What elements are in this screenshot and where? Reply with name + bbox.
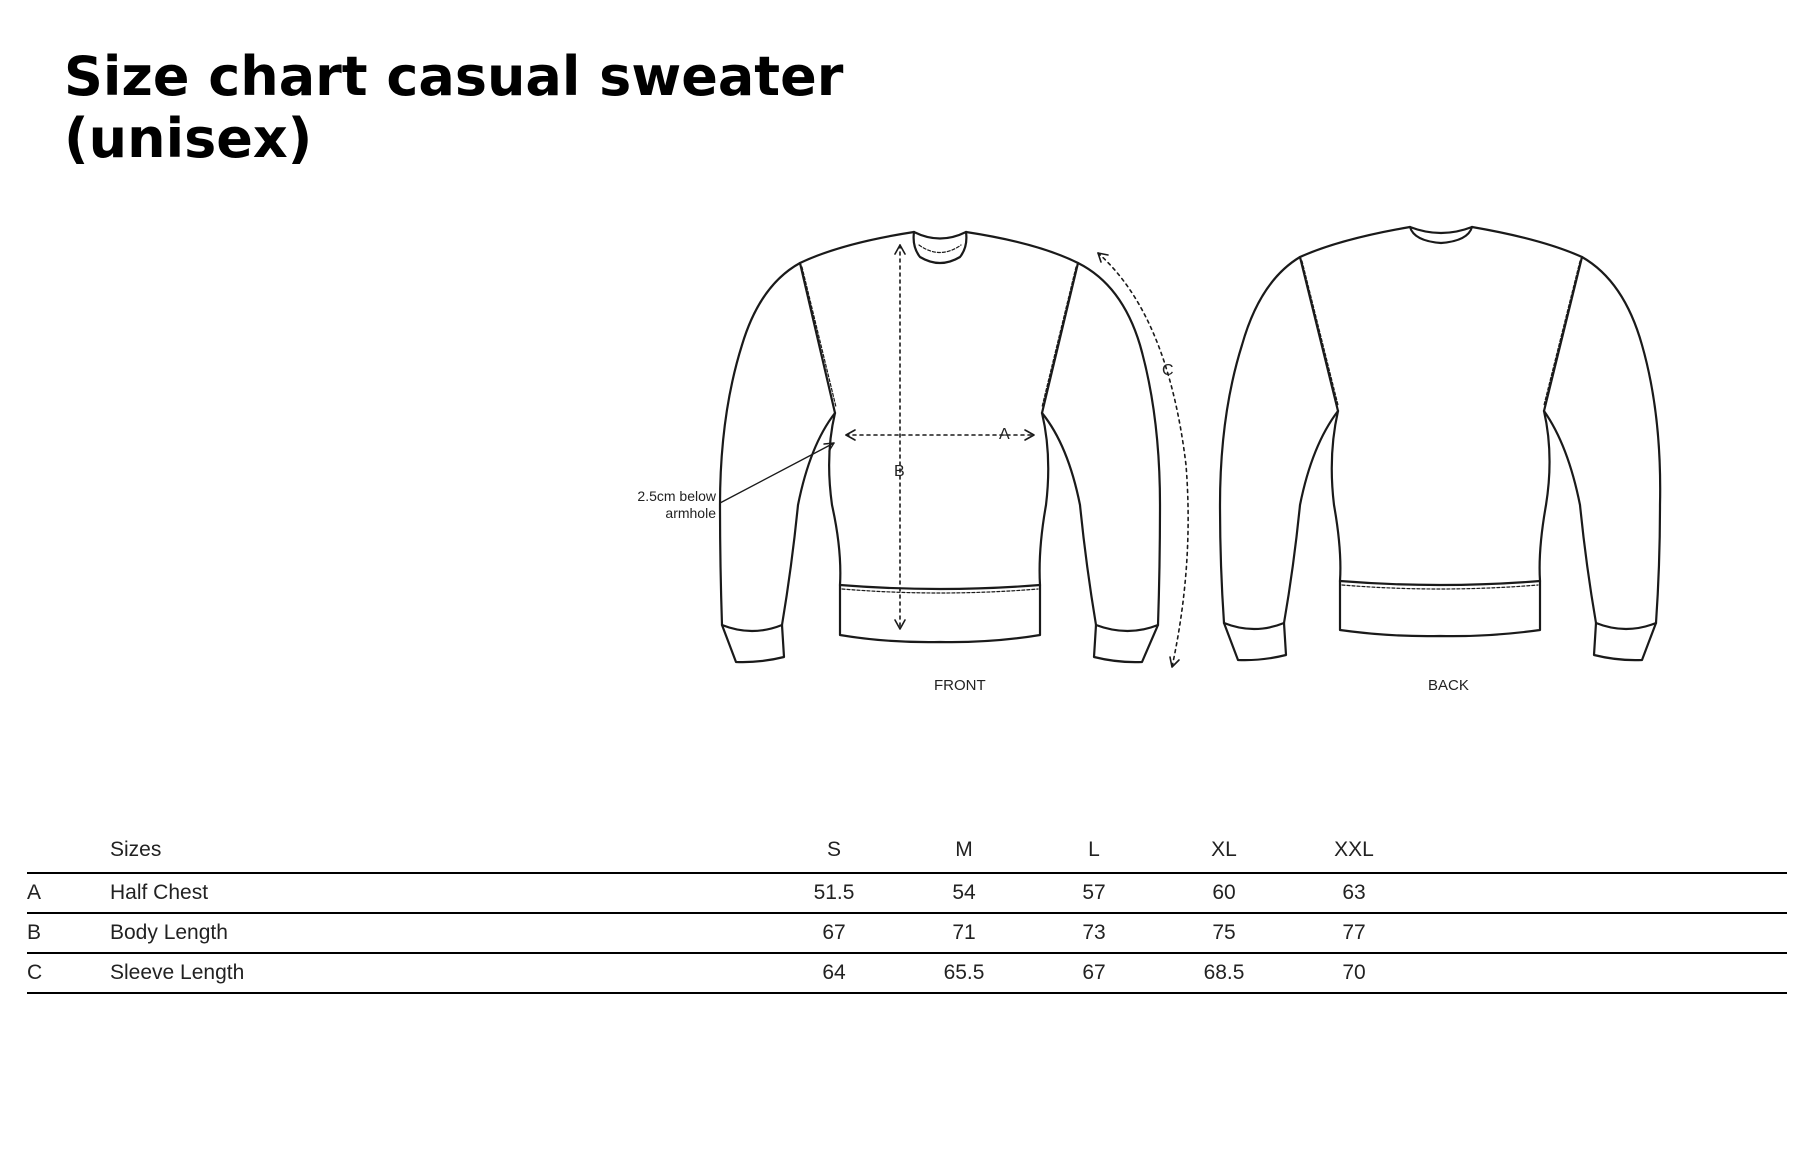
back-label: BACK	[1428, 677, 1469, 694]
row-value: 75	[1159, 913, 1289, 954]
sweater-illustration: FRONT BACK A B C 2.5cm below armhole	[620, 205, 1680, 705]
row-name: Sleeve Length	[110, 953, 769, 994]
table-row: C Sleeve Length 64 65.5 67 68.5 70	[27, 953, 1787, 994]
table-header-row: Sizes S M L XL XXL	[27, 828, 1787, 874]
row-value: 70	[1289, 953, 1419, 994]
armhole-note: 2.5cm below armhole	[606, 488, 716, 522]
marker-b: B	[894, 463, 905, 480]
row-value: 54	[899, 873, 1029, 914]
row-spacer	[1419, 953, 1787, 994]
row-spacer	[1419, 873, 1787, 914]
front-sweater-outline	[718, 230, 1162, 664]
header-code-cell	[27, 828, 110, 874]
row-value: 73	[1029, 913, 1159, 954]
front-label: FRONT	[934, 677, 986, 694]
armhole-note-line-2: armhole	[665, 505, 716, 521]
row-value: 51.5	[769, 873, 899, 914]
table-row: A Half Chest 51.5 54 57 60 63	[27, 873, 1787, 914]
measure-a-line	[845, 429, 1035, 441]
row-value: 71	[899, 913, 1029, 954]
header-sizes-label: Sizes	[110, 828, 769, 874]
row-value: 64	[769, 953, 899, 994]
row-value: 65.5	[899, 953, 1029, 994]
armhole-note-line-1: 2.5cm below	[637, 488, 716, 504]
row-value: 77	[1289, 913, 1419, 954]
header-size-xl: XL	[1159, 828, 1289, 874]
header-size-m: M	[899, 828, 1029, 874]
measure-b-line	[894, 244, 906, 630]
row-value: 60	[1159, 873, 1289, 914]
row-code: C	[27, 953, 110, 994]
marker-a: A	[999, 426, 1010, 443]
header-size-xxl: XXL	[1289, 828, 1419, 874]
row-value: 67	[769, 913, 899, 954]
row-spacer	[1419, 913, 1787, 954]
marker-c: C	[1162, 362, 1174, 379]
row-name: Half Chest	[110, 873, 769, 914]
page-title: Size chart casual sweater (unisex)	[64, 46, 964, 170]
row-value: 63	[1289, 873, 1419, 914]
measure-c-line	[1097, 252, 1189, 668]
table-row: B Body Length 67 71 73 75 77	[27, 913, 1787, 954]
size-table: Sizes S M L XL XXL A Half Chest 51.5 54 …	[27, 828, 1787, 994]
row-code: B	[27, 913, 110, 954]
back-sweater-outline	[1218, 225, 1662, 662]
row-value: 57	[1029, 873, 1159, 914]
header-size-s: S	[769, 828, 899, 874]
row-code: A	[27, 873, 110, 914]
sweater-drawing	[718, 225, 1662, 668]
title-line-1: Size chart casual sweater	[64, 45, 844, 108]
header-spacer	[1419, 828, 1787, 874]
row-name: Body Length	[110, 913, 769, 954]
row-value: 67	[1029, 953, 1159, 994]
title-line-2: (unisex)	[64, 107, 313, 170]
armhole-pointer	[719, 442, 835, 504]
row-value: 68.5	[1159, 953, 1289, 994]
header-size-l: L	[1029, 828, 1159, 874]
